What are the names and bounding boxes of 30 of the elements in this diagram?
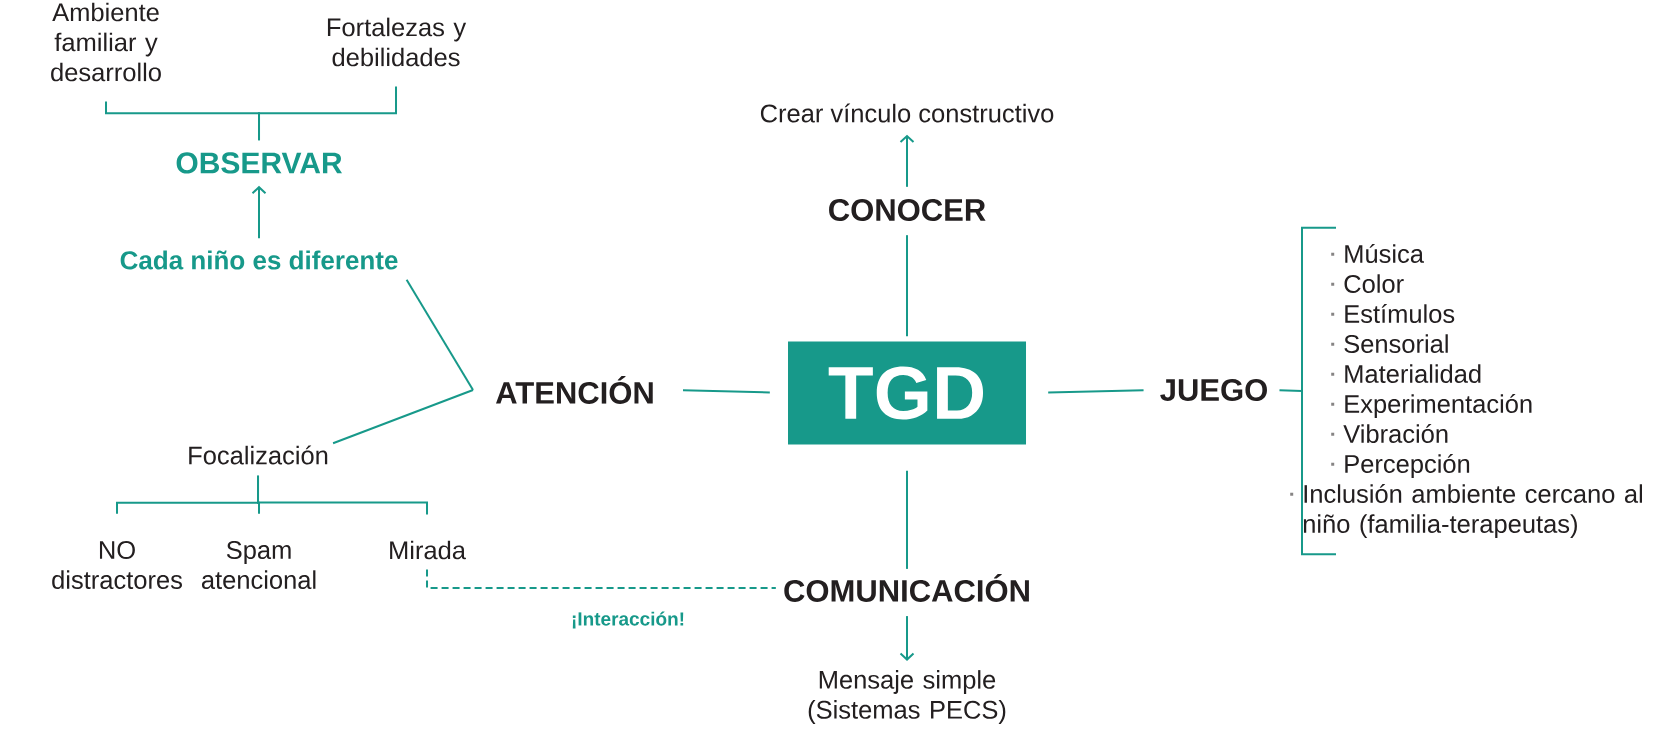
bracketed-list: Música Color Estímulos Sensorial Materialidad Experimentación Vibración Percepción Inclusión ambiente cercano al niño (familia-terapeutas) — [1290, 226, 1642, 556]
central-box: TGD — [788, 341, 1026, 445]
connector-line — [1278, 389, 1303, 392]
concept-label: Focalización — [189, 445, 328, 465]
key-label: Cada niño es diferente — [120, 250, 398, 270]
concept-label: Fortalezas y debilidades — [327, 17, 467, 67]
concept-label: Spam atencional — [201, 540, 316, 589]
dashed-connector — [426, 568, 777, 589]
connector-line — [906, 469, 908, 570]
concept-label: Ambiente familiar y desarrollo — [51, 2, 161, 82]
connector-line — [1047, 389, 1145, 394]
concept-label: Mirada — [390, 540, 466, 560]
key-label: OBSERVAR — [176, 152, 342, 174]
category-heading: ATENCIÓN — [496, 376, 653, 404]
category-heading: JUEGO — [1160, 379, 1267, 401]
arrow — [899, 134, 915, 188]
concept-label: Mensaje simple (Sistemas PECS) — [808, 670, 1006, 724]
category-heading: CONOCER — [829, 199, 986, 221]
edge-label: ¡Interacción! — [572, 611, 684, 629]
connector-line — [682, 389, 771, 394]
concept-label: NO distractores — [52, 540, 182, 589]
connector-line — [257, 474, 428, 516]
connector-line — [906, 234, 908, 338]
connector-line — [332, 389, 474, 445]
concept-label: Crear vínculo constructivo — [760, 103, 1054, 123]
category-heading: COMUNICACIÓN — [784, 574, 1029, 602]
arrow — [251, 185, 267, 240]
connector-line — [258, 85, 397, 142]
connector-line — [405, 278, 474, 391]
arrow — [899, 615, 915, 661]
